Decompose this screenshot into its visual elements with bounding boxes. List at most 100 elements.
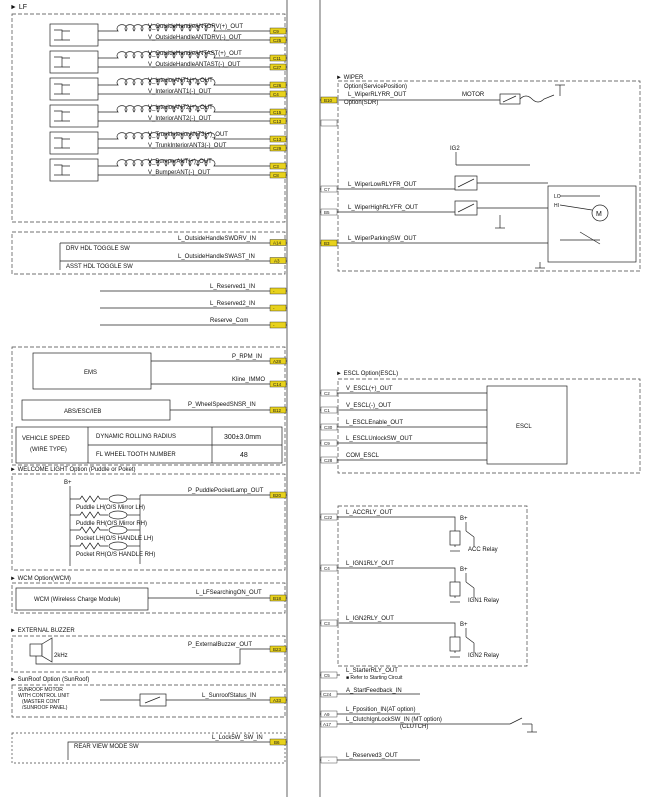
wiper-lo: LO [554,194,561,200]
lf-signal-1-pin-label: C9 [273,29,279,34]
wiper-sig4-pin-label: B3 [324,241,330,246]
ems-sig1: P_RPM_IN [232,354,262,360]
wiper-hi: HI [554,203,559,209]
sunroof-desc-4: /SUNROOF PANEL) [22,705,68,711]
lf-signal-4-pin [269,63,287,71]
lf-signal-4: V_OutsideHandleANTAST(-)_OUT [148,62,241,68]
wiper-sig3: L_WiperHighRLYFR_OUT [348,205,418,211]
rear-view-pin [269,738,287,746]
reserved3-sig: L_Reserved3_OUT [346,753,398,759]
lf-signal-3-pin-label: C11 [273,56,281,61]
wcm-pin-label: B18 [273,596,282,601]
relay-2-pin [320,564,338,572]
ems-box [32,352,152,390]
wiper-motor-m: M [596,211,602,218]
rear-view-label: REAR VIEW MODE SW [74,744,139,750]
buzzer-horn-icon [41,637,53,663]
reserved-signal-1-pin-label: - [273,289,275,294]
reserved-signal-3-pin [269,321,287,329]
relay-3-pin-label: C3 [324,621,330,626]
lf-antenna-icon-4 [54,110,63,122]
reserved-signal-3-pin-label: - [273,323,275,328]
lf-signal-10-pin [269,144,287,152]
escl-signal-4: L_ESCLUnlockSW_OUT [346,436,413,442]
relay-contact-icon-3 [465,636,475,653]
escl-frame [337,378,641,474]
reserved-rows: L_Reserved1_IN-L_Reserved2_IN-Reserve_Co… [100,284,287,329]
ems-pin1-label: A28 [273,359,282,364]
wiper-park-switch [579,231,601,245]
welcome-lamp-icon-1 [108,494,128,504]
reserved-signal-3: Reserve_Com [210,318,248,324]
sunroof-pin-label: A33 [273,698,282,703]
relay-sig-1: L_ACCRLY_OUT [346,510,393,516]
welcome-lamp-icon-3 [108,525,128,535]
lf-signal-1-pin [269,27,287,35]
lf-antenna-box-6 [49,158,99,182]
relay-1-pin [320,513,338,521]
reserved3-pin-label: - [328,758,330,763]
relay-sig-2: L_IGN1RLY_OUT [346,561,394,567]
buzzer-wire [35,648,287,665]
wiper-motor-icon [591,204,609,222]
vehicle-table-row2-value: 48 [240,452,248,459]
sunroof-sig: L_SunroofStatus_IN [202,693,256,699]
escl-rows: V_ESCL(+)_OUTC2V_ESCL(-)_OUTC1L_ESCLEnab… [320,386,487,464]
relay-name-1: ACC Relay [468,547,498,553]
clutch-switch [509,717,523,725]
lf-signal-8-pin-label: C13 [273,119,282,124]
lf-signal-12: V_BumperANT(-)_OUT [148,170,211,176]
relay-frame [337,505,528,667]
lf-signal-12-pin [269,171,287,179]
lf-signal-10-pin-label: C29 [273,146,282,151]
lf-antenna-icon-3 [54,83,63,95]
lf-signal-7: V_InteriorANT2(+)_OUT [148,105,213,111]
lf-antenna-leads-3 [62,84,70,95]
buzzer-body [29,643,43,657]
handle-sw-frame [11,231,286,275]
rear-view-sig: L_Lock5W_SW_IN [212,735,263,741]
wiper-sig2-pin [320,185,338,193]
escl-label: ESCL [516,424,532,430]
ems-pin2 [269,380,287,388]
startfb-pin-label: C24 [323,692,332,697]
wcm-sig: L_LFSearchingON_OUT [196,590,262,596]
escl-signal-3-pin [320,423,338,431]
lf-antenna-leads-4 [62,111,70,122]
wiper-sig2-pin-label: C7 [324,187,330,192]
lf-signal-9-pin-label: C13 [273,137,282,142]
relay-coil-icon-2 [449,581,461,597]
lf-antenna-leads-5 [62,138,70,149]
lf-antenna-box-2 [49,50,99,74]
starter-sig: L_StarterRLY_OUT [346,668,398,674]
escl-signal-2: V_ESCL(-)_OUT [346,403,391,409]
handle-sw-pin1-label: A14 [273,240,282,245]
lf-antenna-icon-1 [54,29,63,41]
wiper-motor-box [547,185,637,263]
lf-signal-5-pin [269,81,287,89]
wiper-ig2: IG2 [450,146,460,152]
welcome-lamp-label-3: Pocket LH(O/S HANDLE LH) [76,536,153,542]
handle-sw-pin2 [269,257,287,264]
relay-sig-3: L_IGN2RLY_OUT [346,616,394,622]
wcm-pin [269,594,287,602]
escl-signal-5: COM_ESCL [346,453,380,459]
lf-signal-6: V_InteriorANT1(-)_OUT [148,89,212,95]
welcome-pin [269,491,287,499]
sunroof-desc-2: WITH CONTROL UNIT [18,693,69,699]
lf-antenna-icon-6 [54,164,63,176]
buzzer-pin-label: B23 [273,647,282,652]
relay-coil-icon-1 [449,530,461,546]
relay-name-3: IGN2 Relay [468,653,499,659]
wiper-frame [337,80,641,272]
lf-signal-2: V_OutsideHandleANTDRV(-)_OUT [148,35,242,41]
lf-coil-1 [98,24,287,32]
relay-contact-icon-1 [465,530,475,547]
ems-pin1 [269,357,287,365]
wiper-option1: Option(ServicePosition) [344,84,407,90]
escl-signal-4-pin [320,439,338,447]
abs-pin [269,406,287,414]
wiper-relay-low-coil [457,178,475,188]
lf-frame [11,13,286,223]
escl-signal-1-pin [320,389,338,397]
